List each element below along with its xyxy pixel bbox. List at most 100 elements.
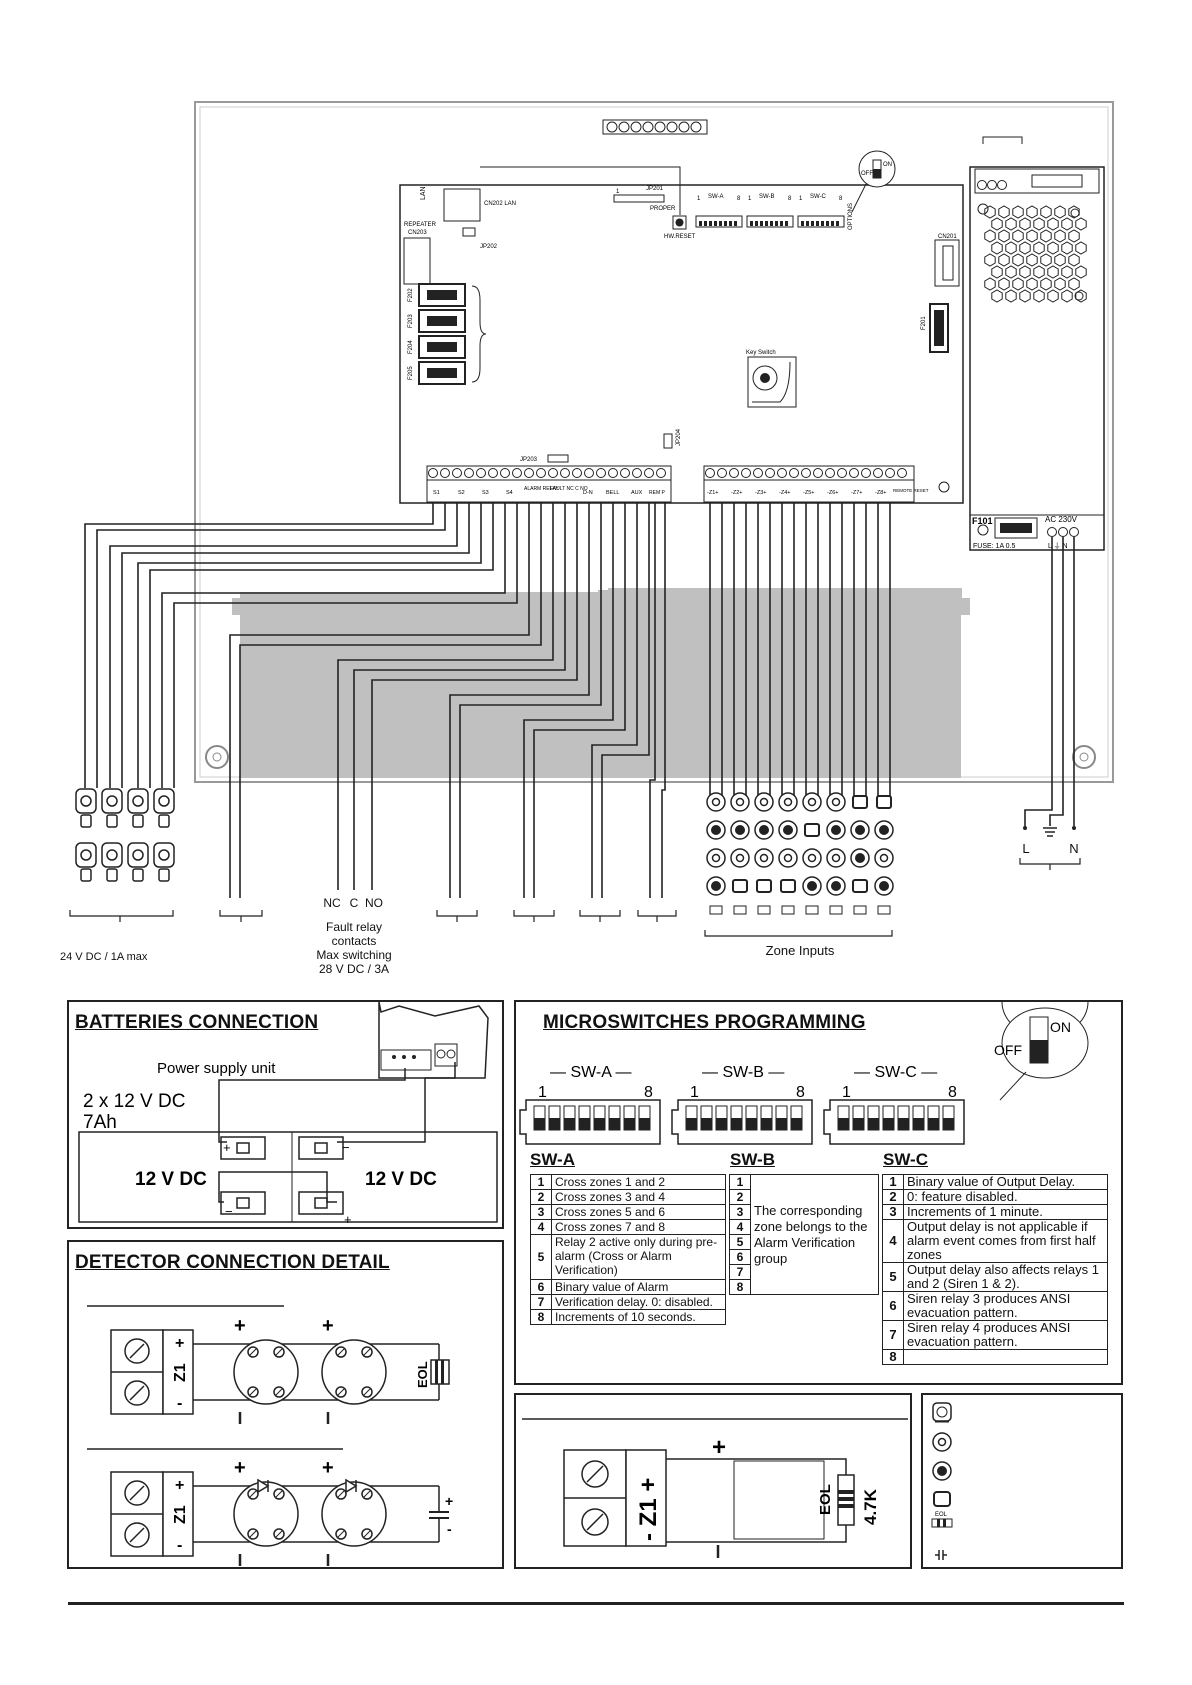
board-off-label: OFF <box>861 171 873 177</box>
sw-a-text: Cross zones 1 and 2 <box>551 1174 726 1190</box>
board-sw-c-first: 1 <box>799 196 803 202</box>
dip-switch-off <box>609 1118 620 1130</box>
sw-group-first: 1 <box>538 1084 547 1101</box>
repeater-label: REPEATER <box>404 222 437 228</box>
term-rem: REM P <box>649 490 666 496</box>
microswitches-title: MICROSWITCHES PROGRAMMING <box>543 1012 866 1033</box>
sw-a-text: Relay 2 active only during pre-alarm (Cr… <box>551 1234 726 1280</box>
sw-c-text: Increments of 1 minute. <box>903 1204 1108 1220</box>
off-label: OFF <box>994 1042 1022 1058</box>
sw-b-num: 5 <box>729 1234 751 1250</box>
psu-f101-label: F101 <box>972 516 993 526</box>
detector-diagram: +Z1-++EOL +Z1-+++- <box>87 1305 453 1566</box>
board-fuses <box>418 283 466 385</box>
dip-switch-off <box>624 1118 635 1130</box>
term-z6: -Z6+ <box>827 490 838 496</box>
keyswitch-label: Key Switch <box>746 350 776 356</box>
sw-a-text: Cross zones 3 and 4 <box>551 1189 726 1205</box>
term-aux: AUX <box>631 490 643 496</box>
dip-switch-off <box>746 1118 757 1130</box>
sw-group-first: 1 <box>842 1084 851 1101</box>
det-plus: + <box>322 1457 334 1479</box>
sw-a-num: 1 <box>530 1174 552 1190</box>
sw-c-num: 6 <box>882 1291 904 1321</box>
term-z8: -Z8+ <box>875 490 886 496</box>
sw-c-text: 0: feature disabled. <box>903 1189 1108 1205</box>
fuse-f202-label: F202 <box>408 288 414 302</box>
sw-a-text: Verification delay. 0: disabled. <box>551 1294 726 1310</box>
sw-b-num: 6 <box>729 1249 751 1265</box>
dip-switch-off <box>731 1118 742 1130</box>
sw-c-num: 8 <box>882 1349 904 1365</box>
sw-c-text: Siren relay 3 produces ANSI evacuation p… <box>903 1291 1108 1321</box>
dip-switch-off <box>791 1118 802 1130</box>
sw-group-name: — SW-A — <box>550 1064 632 1081</box>
sw-c-num: 2 <box>882 1189 904 1205</box>
board-sw-c-last: 8 <box>839 196 843 202</box>
sw-c-num: 5 <box>882 1262 904 1292</box>
sw-c-num: 1 <box>882 1174 904 1190</box>
options-label: OPTIONS <box>848 203 854 230</box>
batteries-title: BATTERIES CONNECTION <box>75 1012 319 1033</box>
det-plus: + <box>175 1335 184 1352</box>
dip-switch-off <box>701 1118 712 1130</box>
table-row: 8 <box>882 1349 1108 1365</box>
dip-switch-off <box>564 1118 575 1130</box>
term-fault: FAULT NC C NO <box>550 486 588 492</box>
board-sw-a-label: SW-A <box>708 194 724 200</box>
zone-eol-panel: - Z1 + EOL 4.7K + <box>514 1393 912 1569</box>
det-plus: + <box>175 1477 184 1494</box>
jp201-label: JP201 <box>646 186 664 192</box>
cn202-label: CN202 LAN <box>484 201 516 207</box>
psu-lnn-label: L ⏚ N <box>1048 542 1068 550</box>
fault-relay-line4: 28 V DC / 3A <box>318 962 390 976</box>
sw-b-num: 3 <box>729 1204 751 1220</box>
battery-spec-line2: 7Ah <box>83 1112 117 1133</box>
left-terminal-block <box>426 465 672 503</box>
sw-c-text: Siren relay 4 produces ANSI evacuation p… <box>903 1320 1108 1350</box>
zone-eol-diagram: - Z1 + EOL 4.7K + <box>522 1418 908 1558</box>
zone-devices <box>706 792 894 915</box>
term-remote-reset: REMOTE RESET <box>893 488 929 493</box>
dip-switch-off <box>883 1118 894 1130</box>
term-s4: S4 <box>506 490 513 496</box>
battery-plus-b: + <box>344 1212 352 1227</box>
battery-spec-line1: 2 x 12 V DC <box>83 1091 185 1112</box>
det-minus: - <box>177 1395 182 1412</box>
table-row: 5 <box>729 1234 879 1250</box>
f201-label: F201 <box>921 316 927 330</box>
det-z1: Z1 <box>172 1363 189 1382</box>
dip-switch-off <box>776 1118 787 1130</box>
dip-switch-off <box>716 1118 727 1130</box>
board-dip-switches <box>695 215 845 228</box>
board-sw-b-label: SW-B <box>759 194 775 200</box>
lan-label: LAN <box>420 186 427 200</box>
dip-switch-off <box>639 1118 650 1130</box>
sw-b-heading: SW-B <box>730 1150 775 1169</box>
sw-c-heading: SW-C <box>883 1150 928 1169</box>
sw-c-text: Output delay also affects relays 1 and 2… <box>903 1262 1108 1292</box>
legend-eol-label: EOL <box>935 1512 948 1518</box>
dip-switch-off <box>838 1118 849 1130</box>
dip-switch-off <box>579 1118 590 1130</box>
legend-symbols: EOL <box>931 1402 953 1560</box>
term-s3: S3 <box>482 490 489 496</box>
sw-group-name: — SW-B — <box>702 1064 784 1081</box>
sw-group-last: 8 <box>948 1084 957 1101</box>
dip-switch-off <box>913 1118 924 1130</box>
term-z1: -Z1+ <box>707 490 718 496</box>
term-z7: -Z7+ <box>851 490 862 496</box>
sw-a-text: Increments of 10 seconds. <box>551 1309 726 1325</box>
c-label: C <box>349 896 359 910</box>
term-bell: BELL <box>606 490 619 496</box>
psu-vent-grid <box>984 205 1087 303</box>
sw-group-last: 8 <box>644 1084 653 1101</box>
